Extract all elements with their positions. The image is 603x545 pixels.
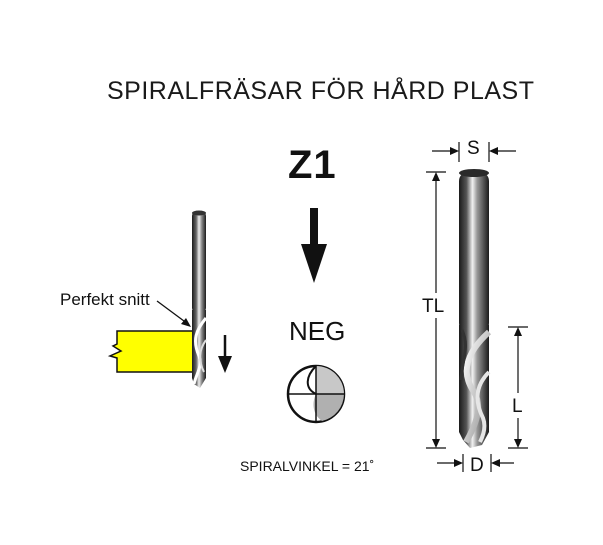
dim-total-length-label: TL (422, 296, 445, 317)
down-arrow-icon (218, 335, 232, 373)
spiral-angle-label: SPIRALVINKEL = 21˚ (240, 458, 375, 474)
feed-direction-arrow (301, 208, 327, 283)
workpiece-illustration (107, 330, 194, 373)
dim-diameter (437, 454, 514, 472)
dim-cutting-length-label: L (512, 396, 523, 417)
dim-shank-label: S (467, 138, 480, 159)
perfect-cut-callout: Perfekt snitt (60, 290, 150, 309)
dim-cutting-length (508, 326, 528, 449)
dim-diameter-label: D (470, 455, 484, 476)
small-cutter (192, 210, 208, 388)
dim-shank (432, 142, 516, 162)
flute-count-label: Z1 (288, 143, 337, 187)
cutting-profile-icon (286, 364, 346, 424)
callout-leader (156, 300, 191, 327)
yellow-workpiece (107, 330, 194, 373)
page-title: SPIRALFRÄSAR FÖR HÅRD PLAST (107, 77, 535, 105)
large-cutter (459, 169, 492, 448)
dim-total-length (426, 171, 446, 449)
rake-label: NEG (289, 316, 346, 346)
